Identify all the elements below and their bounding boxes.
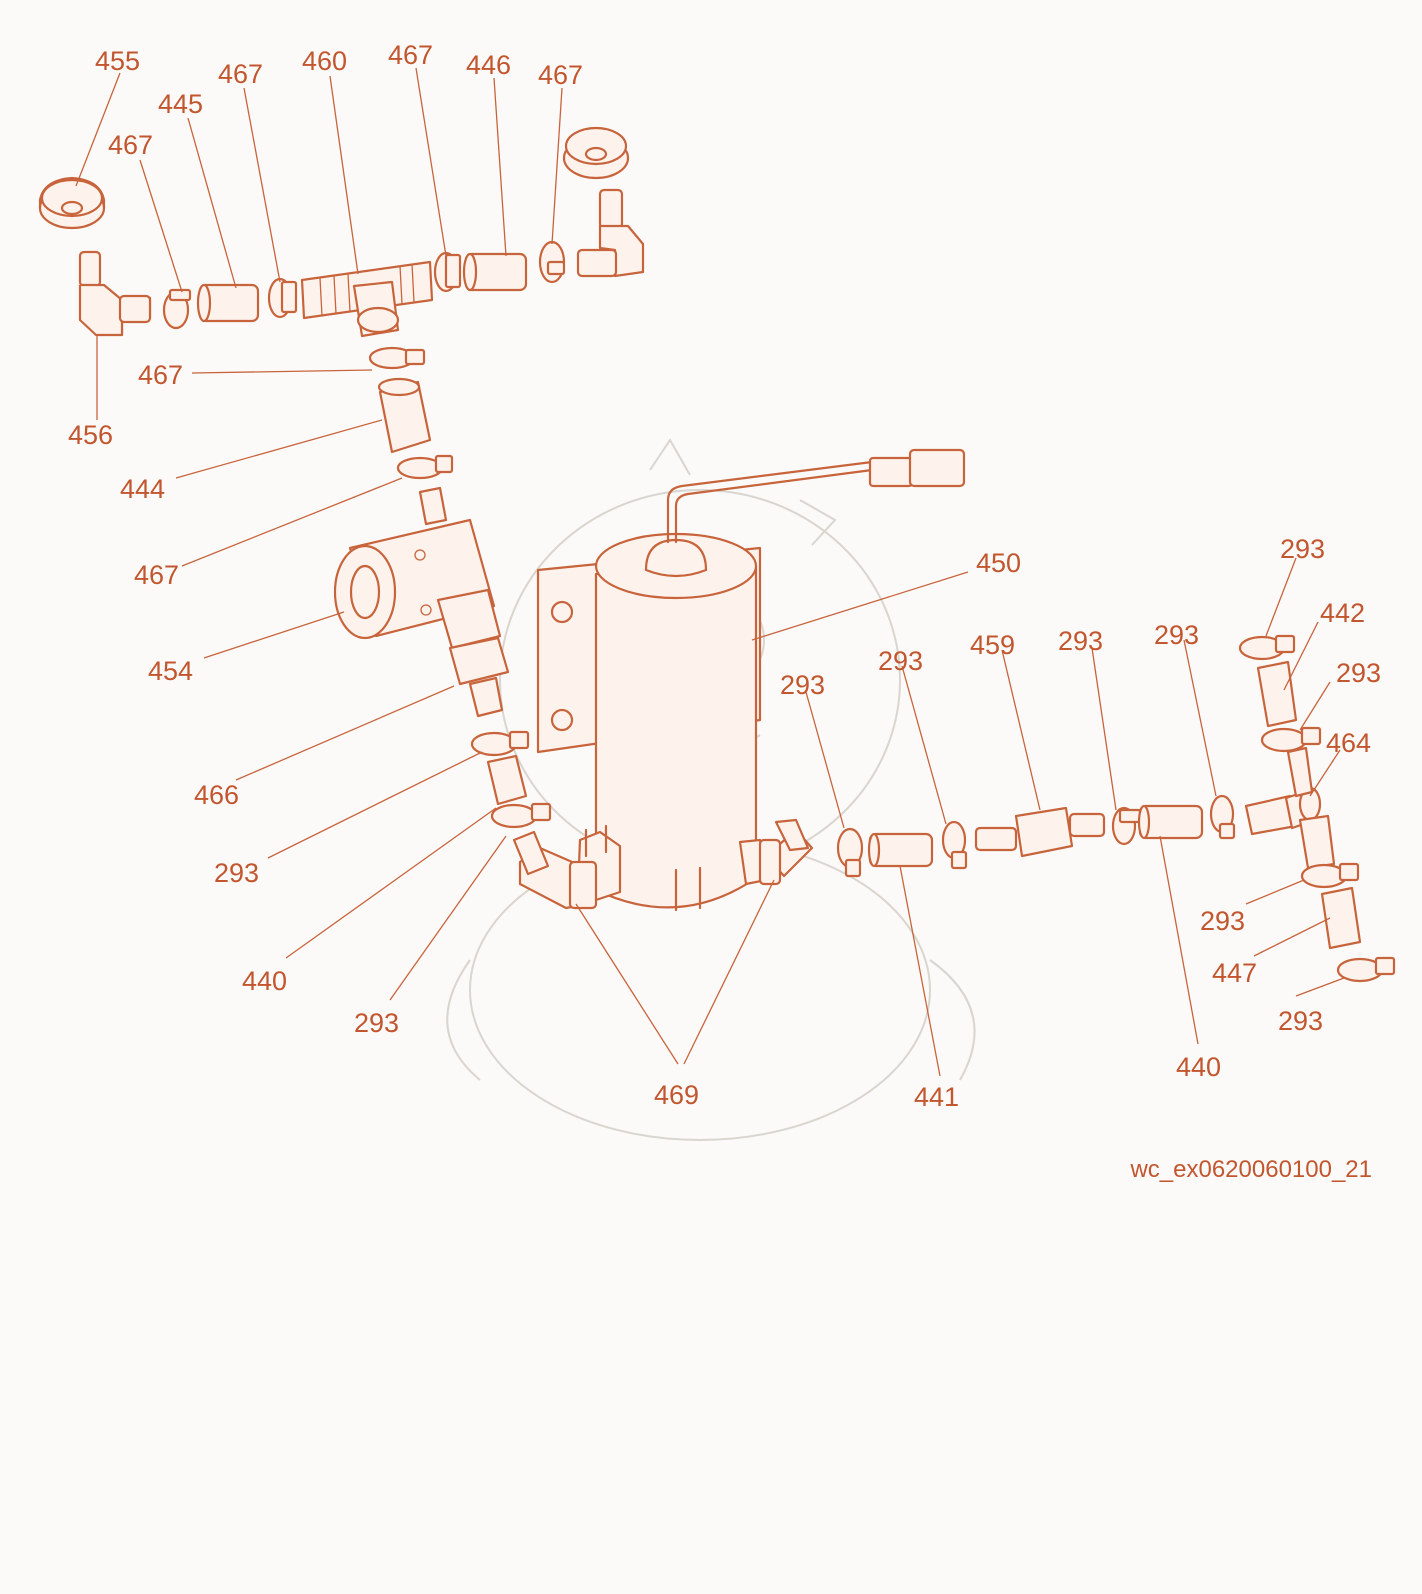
callout-293: 293 [878, 646, 923, 676]
callout-293: 293 [1278, 1006, 1323, 1036]
callout-459: 459 [970, 630, 1015, 660]
callout-467: 467 [138, 360, 183, 390]
image-reference-code: wc_ex0620060100_21 [1130, 1156, 1372, 1183]
callout-454: 454 [148, 656, 193, 686]
hose-clamp-293 [1238, 634, 1296, 661]
part-454-valve [333, 486, 502, 650]
part-441-hose [867, 832, 934, 868]
hose-clamp-467 [396, 454, 454, 480]
part-464-tee [1244, 786, 1336, 870]
callout-293: 293 [1058, 626, 1103, 656]
part-456-elbow-right [576, 188, 645, 278]
callout-446: 446 [466, 50, 511, 80]
part-440-hose-left [486, 754, 528, 806]
callout-444: 444 [120, 474, 165, 504]
part-459-inline-filter [974, 806, 1106, 858]
hose-clamp-293 [836, 827, 864, 878]
part-442-hose [1256, 660, 1298, 728]
callout-293: 293 [1200, 906, 1245, 936]
callout-456: 456 [68, 420, 113, 450]
callout-441: 441 [914, 1082, 959, 1112]
callout-293: 293 [354, 1008, 399, 1038]
part-455-grommet-right [562, 126, 630, 180]
callout-450: 450 [976, 548, 1021, 578]
callout-467: 467 [134, 560, 179, 590]
callout-447: 447 [1212, 958, 1257, 988]
part-447-hose [1320, 886, 1362, 950]
part-455-grommet-left [38, 176, 106, 230]
part-444-hose [377, 377, 432, 454]
part-469-elbow-right [758, 818, 814, 886]
part-466-fitting [448, 636, 510, 718]
callout-445: 445 [158, 89, 203, 119]
hose-clamp-293 [941, 820, 968, 870]
hose-clamp-293 [470, 730, 530, 757]
callout-440: 440 [242, 966, 287, 996]
callout-293: 293 [1336, 658, 1381, 688]
hose-clamp-467 [267, 277, 298, 319]
callout-293: 293 [1280, 534, 1325, 564]
callout-467: 467 [388, 40, 433, 70]
callout-293: 293 [1154, 620, 1199, 650]
callout-442: 442 [1320, 598, 1365, 628]
leader-lines [75, 67, 1345, 1077]
hose-clamp-293 [1209, 794, 1236, 840]
callout-440: 440 [1176, 1052, 1221, 1082]
callout-455: 455 [95, 46, 140, 76]
hose-clamp-293 [490, 802, 552, 829]
callout-467: 467 [218, 59, 263, 89]
part-456-elbow-left [78, 250, 152, 337]
part-440-hose-right [1137, 804, 1204, 840]
callout-293: 293 [214, 858, 259, 888]
hose-clamp-293 [1260, 726, 1322, 753]
part-469-elbow-left [512, 830, 598, 910]
hose-clamp-467 [368, 346, 426, 370]
hose-stub [1286, 746, 1314, 798]
part-445-hose [196, 283, 260, 323]
hose-clamp-293 [1111, 806, 1142, 846]
hose-clamp-467 [162, 288, 192, 330]
callout-469: 469 [654, 1080, 699, 1110]
callout-467: 467 [538, 60, 583, 90]
part-446-hose [462, 252, 528, 292]
callout-467: 467 [108, 130, 153, 160]
hose-clamp-467 [538, 240, 566, 284]
callout-460: 460 [302, 46, 347, 76]
callout-464: 464 [1326, 728, 1371, 758]
callout-293: 293 [780, 670, 825, 700]
hose-clamp-467 [433, 251, 462, 293]
hose-clamp-293 [1300, 862, 1360, 889]
hose-clamp-293 [1336, 956, 1396, 983]
callout-466: 466 [194, 780, 239, 810]
part-460-tee [300, 260, 434, 338]
callout-labels: 455 467 445 467 460 467 446 467 456 467 … [68, 40, 1381, 1112]
